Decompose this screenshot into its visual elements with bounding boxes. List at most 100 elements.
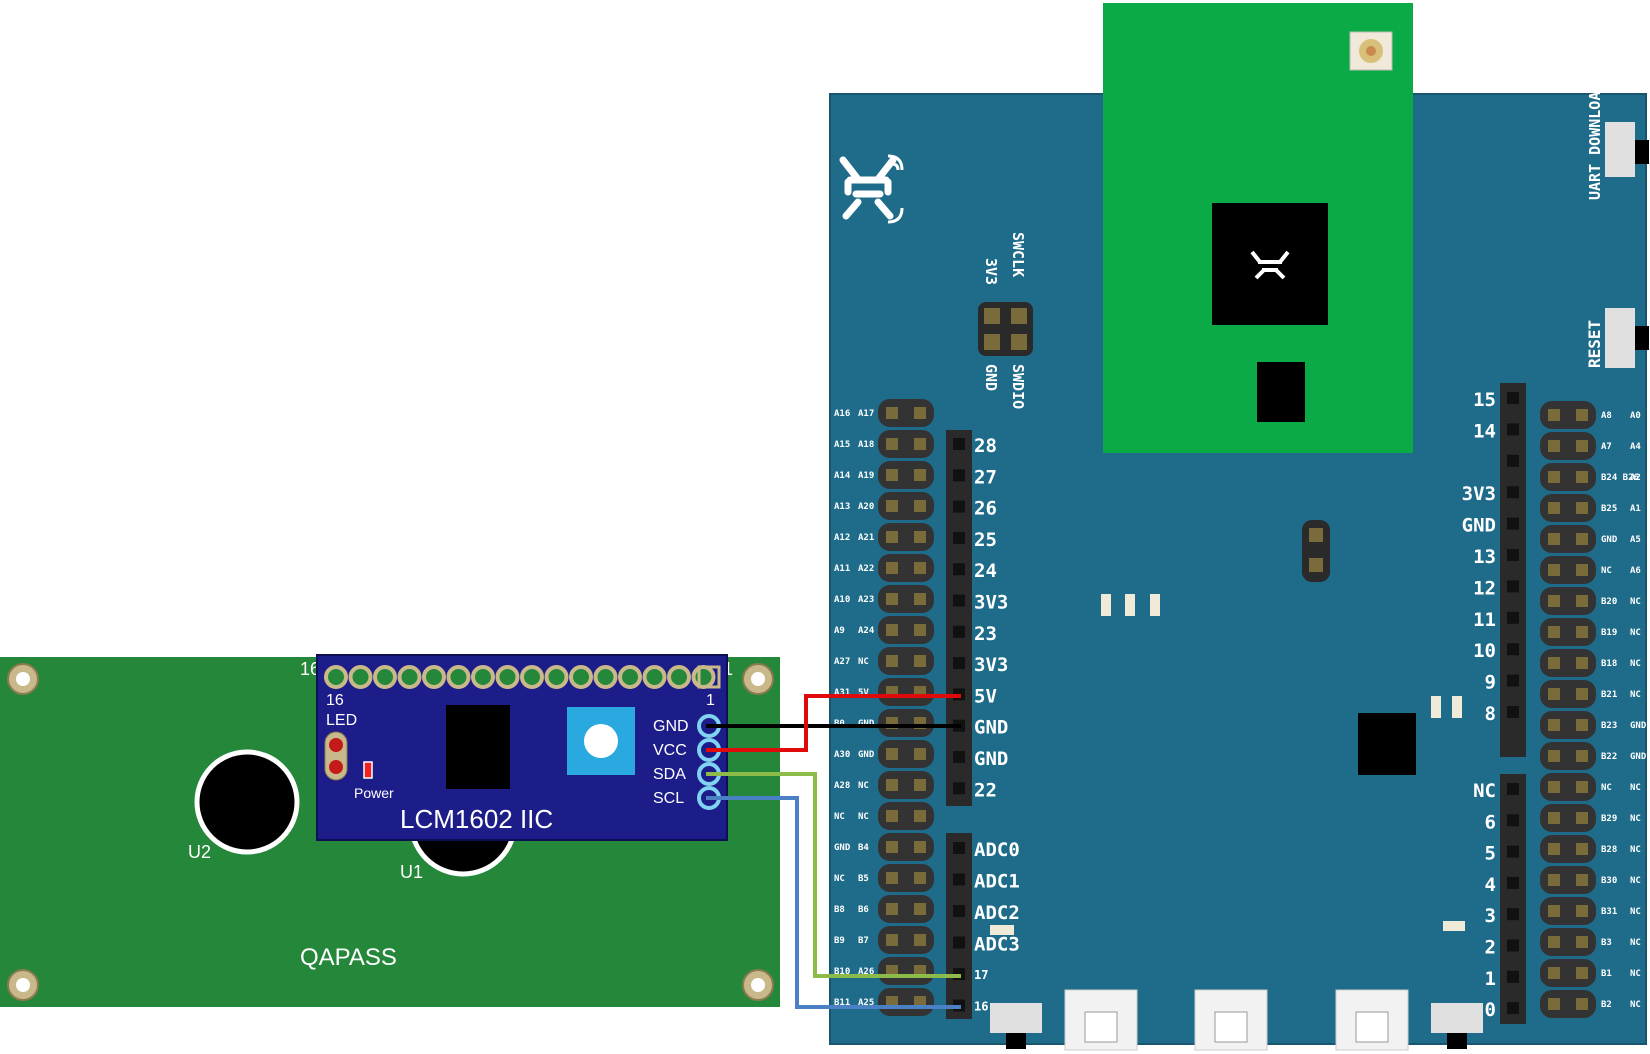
left-outer-label-a: A9 [834, 626, 845, 636]
left-outer-pin [886, 407, 898, 419]
header-pin [667, 665, 691, 689]
jumper-pin-2 [1309, 558, 1323, 572]
left-inner-label: ADC2 [974, 902, 1020, 924]
left-outer-pin-pair [878, 616, 934, 644]
i2c-pin-gnd: GND [653, 718, 689, 735]
right-outer-pin-pair [1540, 680, 1596, 708]
left-inner-pin [953, 531, 965, 544]
right-outer-pin [1576, 409, 1588, 421]
resistor-5 [1452, 696, 1462, 718]
right-inner-label: 3 [1485, 905, 1496, 927]
right-outer-pin [1548, 440, 1560, 452]
wire-scl [706, 796, 961, 1009]
left-inner-label: 27 [974, 466, 997, 488]
left-outer-pin [886, 500, 898, 512]
uart-download-switch[interactable] [1605, 122, 1635, 177]
bottom-button-right-knob[interactable] [1447, 1033, 1467, 1049]
right-outer-label-b: NC [1630, 845, 1641, 855]
uart-download-switch-knob[interactable] [1635, 140, 1649, 164]
left-outer-pin [914, 562, 926, 574]
right-outer-pin-pair [1540, 959, 1596, 987]
chip-u2 [194, 749, 300, 855]
left-outer-pin [886, 841, 898, 853]
mount-hole-tr-inner [751, 672, 765, 686]
left-outer-label-a: A30 [834, 750, 850, 760]
right-outer-pin [1576, 750, 1588, 762]
right-outer-pin [1576, 688, 1588, 700]
left-outer-label-b: B7 [858, 936, 869, 946]
right-outer-pin [1576, 440, 1588, 452]
usb-port-2-inner [1214, 1011, 1248, 1043]
left-outer-pin [886, 531, 898, 543]
right-inner-pin [1507, 814, 1519, 827]
right-outer-label-b: NC [1630, 690, 1641, 700]
left-outer-label-b: A26 [858, 967, 874, 977]
header-pin [324, 665, 348, 689]
left-outer-label-a: A14 [834, 471, 851, 481]
mount-hole-tl-inner [16, 672, 30, 686]
right-inner-label: 12 [1473, 577, 1496, 599]
right-outer-label-b: A5 [1630, 535, 1641, 545]
left-outer-pin [914, 624, 926, 636]
left-outer-pin [914, 407, 926, 419]
bottom-button-left[interactable] [990, 1003, 1042, 1033]
bottom-connectors [990, 989, 1483, 1051]
left-outer-label-b: A17 [858, 409, 874, 419]
left-outer-pin-pair [878, 864, 934, 892]
bottom-button-left-knob[interactable] [1006, 1033, 1026, 1049]
power-label: Power [354, 785, 394, 801]
left-outer-label-b: A23 [858, 595, 874, 605]
right-outer-pin [1548, 533, 1560, 545]
i2c-pin16-label: 16 [326, 692, 344, 709]
right-inner-label: NC [1473, 780, 1496, 802]
left-inner-label: 26 [974, 498, 997, 520]
header-pin [618, 665, 642, 689]
left-outer-label-a: GND [834, 843, 851, 853]
left-outer-label-a: A15 [834, 440, 850, 450]
right-outer-label-b: NC [1630, 597, 1641, 607]
right-outer-pin-pair [1540, 711, 1596, 739]
left-outer-pin [914, 655, 926, 667]
right-outer-label-a: B21 [1601, 690, 1617, 700]
reset-switch[interactable] [1605, 308, 1635, 368]
left-outer-pin [886, 593, 898, 605]
left-outer-label-a: A16 [834, 409, 850, 419]
left-inner-label: GND [974, 748, 1008, 770]
header-pin-1-marker [697, 665, 721, 689]
right-inner-pin [1507, 908, 1519, 921]
left-outer-pin-pair [878, 554, 934, 582]
i2c-pin1-label: 1 [706, 692, 715, 709]
right-outer-label-a: B22 [1601, 752, 1617, 762]
right-inner-label: 9 [1485, 672, 1496, 694]
header-pin [495, 665, 520, 689]
swd-pin-1 [984, 308, 1000, 324]
left-outer-label-b: NC [858, 812, 869, 822]
right-inner-label: 6 [1485, 811, 1496, 833]
swd-gnd-label: GND [982, 364, 1000, 391]
right-outer-label-a: B31 [1601, 907, 1617, 917]
right-outer-pin [1548, 843, 1560, 855]
right-outer-label-b: NC [1630, 659, 1641, 669]
right-outer-pin [1576, 564, 1588, 576]
reset-switch-knob[interactable] [1635, 326, 1649, 350]
left-outer-pin-pair [878, 709, 934, 737]
i2c-pin-sda: SDA [653, 766, 686, 783]
mount-hole-br-inner [751, 978, 765, 992]
left-outer-label-b: B6 [858, 905, 869, 915]
left-inner-pin [953, 500, 965, 513]
swd-pin-3 [984, 334, 1000, 350]
left-outer-pin-pair [878, 523, 934, 551]
right-inner-label: 1 [1485, 968, 1496, 990]
right-outer-label-b: GND [1630, 752, 1647, 762]
left-outer-label-a: A11 [834, 564, 850, 574]
right-inner-pin [1507, 643, 1519, 656]
right-inner-top-strip [1500, 383, 1526, 757]
bottom-button-right[interactable] [1431, 1003, 1483, 1033]
left-outer-pin [886, 934, 898, 946]
right-outer-pin [1576, 843, 1588, 855]
swd-3v3-label: 3V3 [982, 258, 1000, 285]
right-inner-pin [1507, 392, 1519, 404]
right-outer-pin [1548, 905, 1560, 917]
right-inner-pin [1507, 549, 1519, 561]
